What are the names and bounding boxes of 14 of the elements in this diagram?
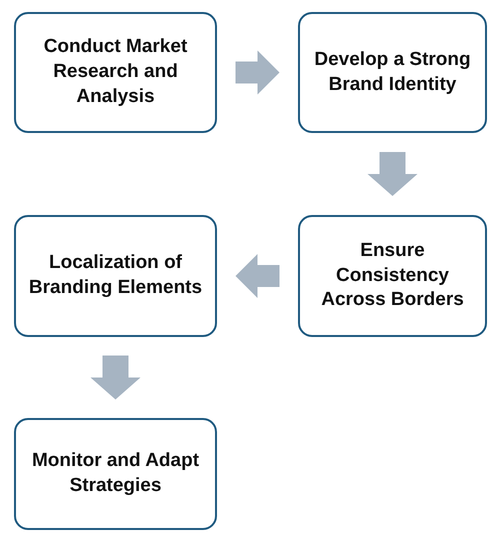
step-text: Ensure Consistency Across Borders [320,238,465,312]
process-box [298,12,487,133]
process-box [14,215,217,337]
step-text: Conduct Market Research and Analysis [42,35,188,109]
step-text: Monitor and Adapt Strategies [30,449,200,498]
process-box [14,418,217,530]
process-box [298,215,487,337]
block-arrow [90,356,140,400]
process-box [14,12,217,133]
block-arrow [368,152,418,196]
step-text: Localization of Branding Elements [28,251,204,300]
block-arrow [236,254,280,298]
step-text: Develop a Strong Brand Identity [313,48,472,96]
block-arrow [236,50,280,94]
